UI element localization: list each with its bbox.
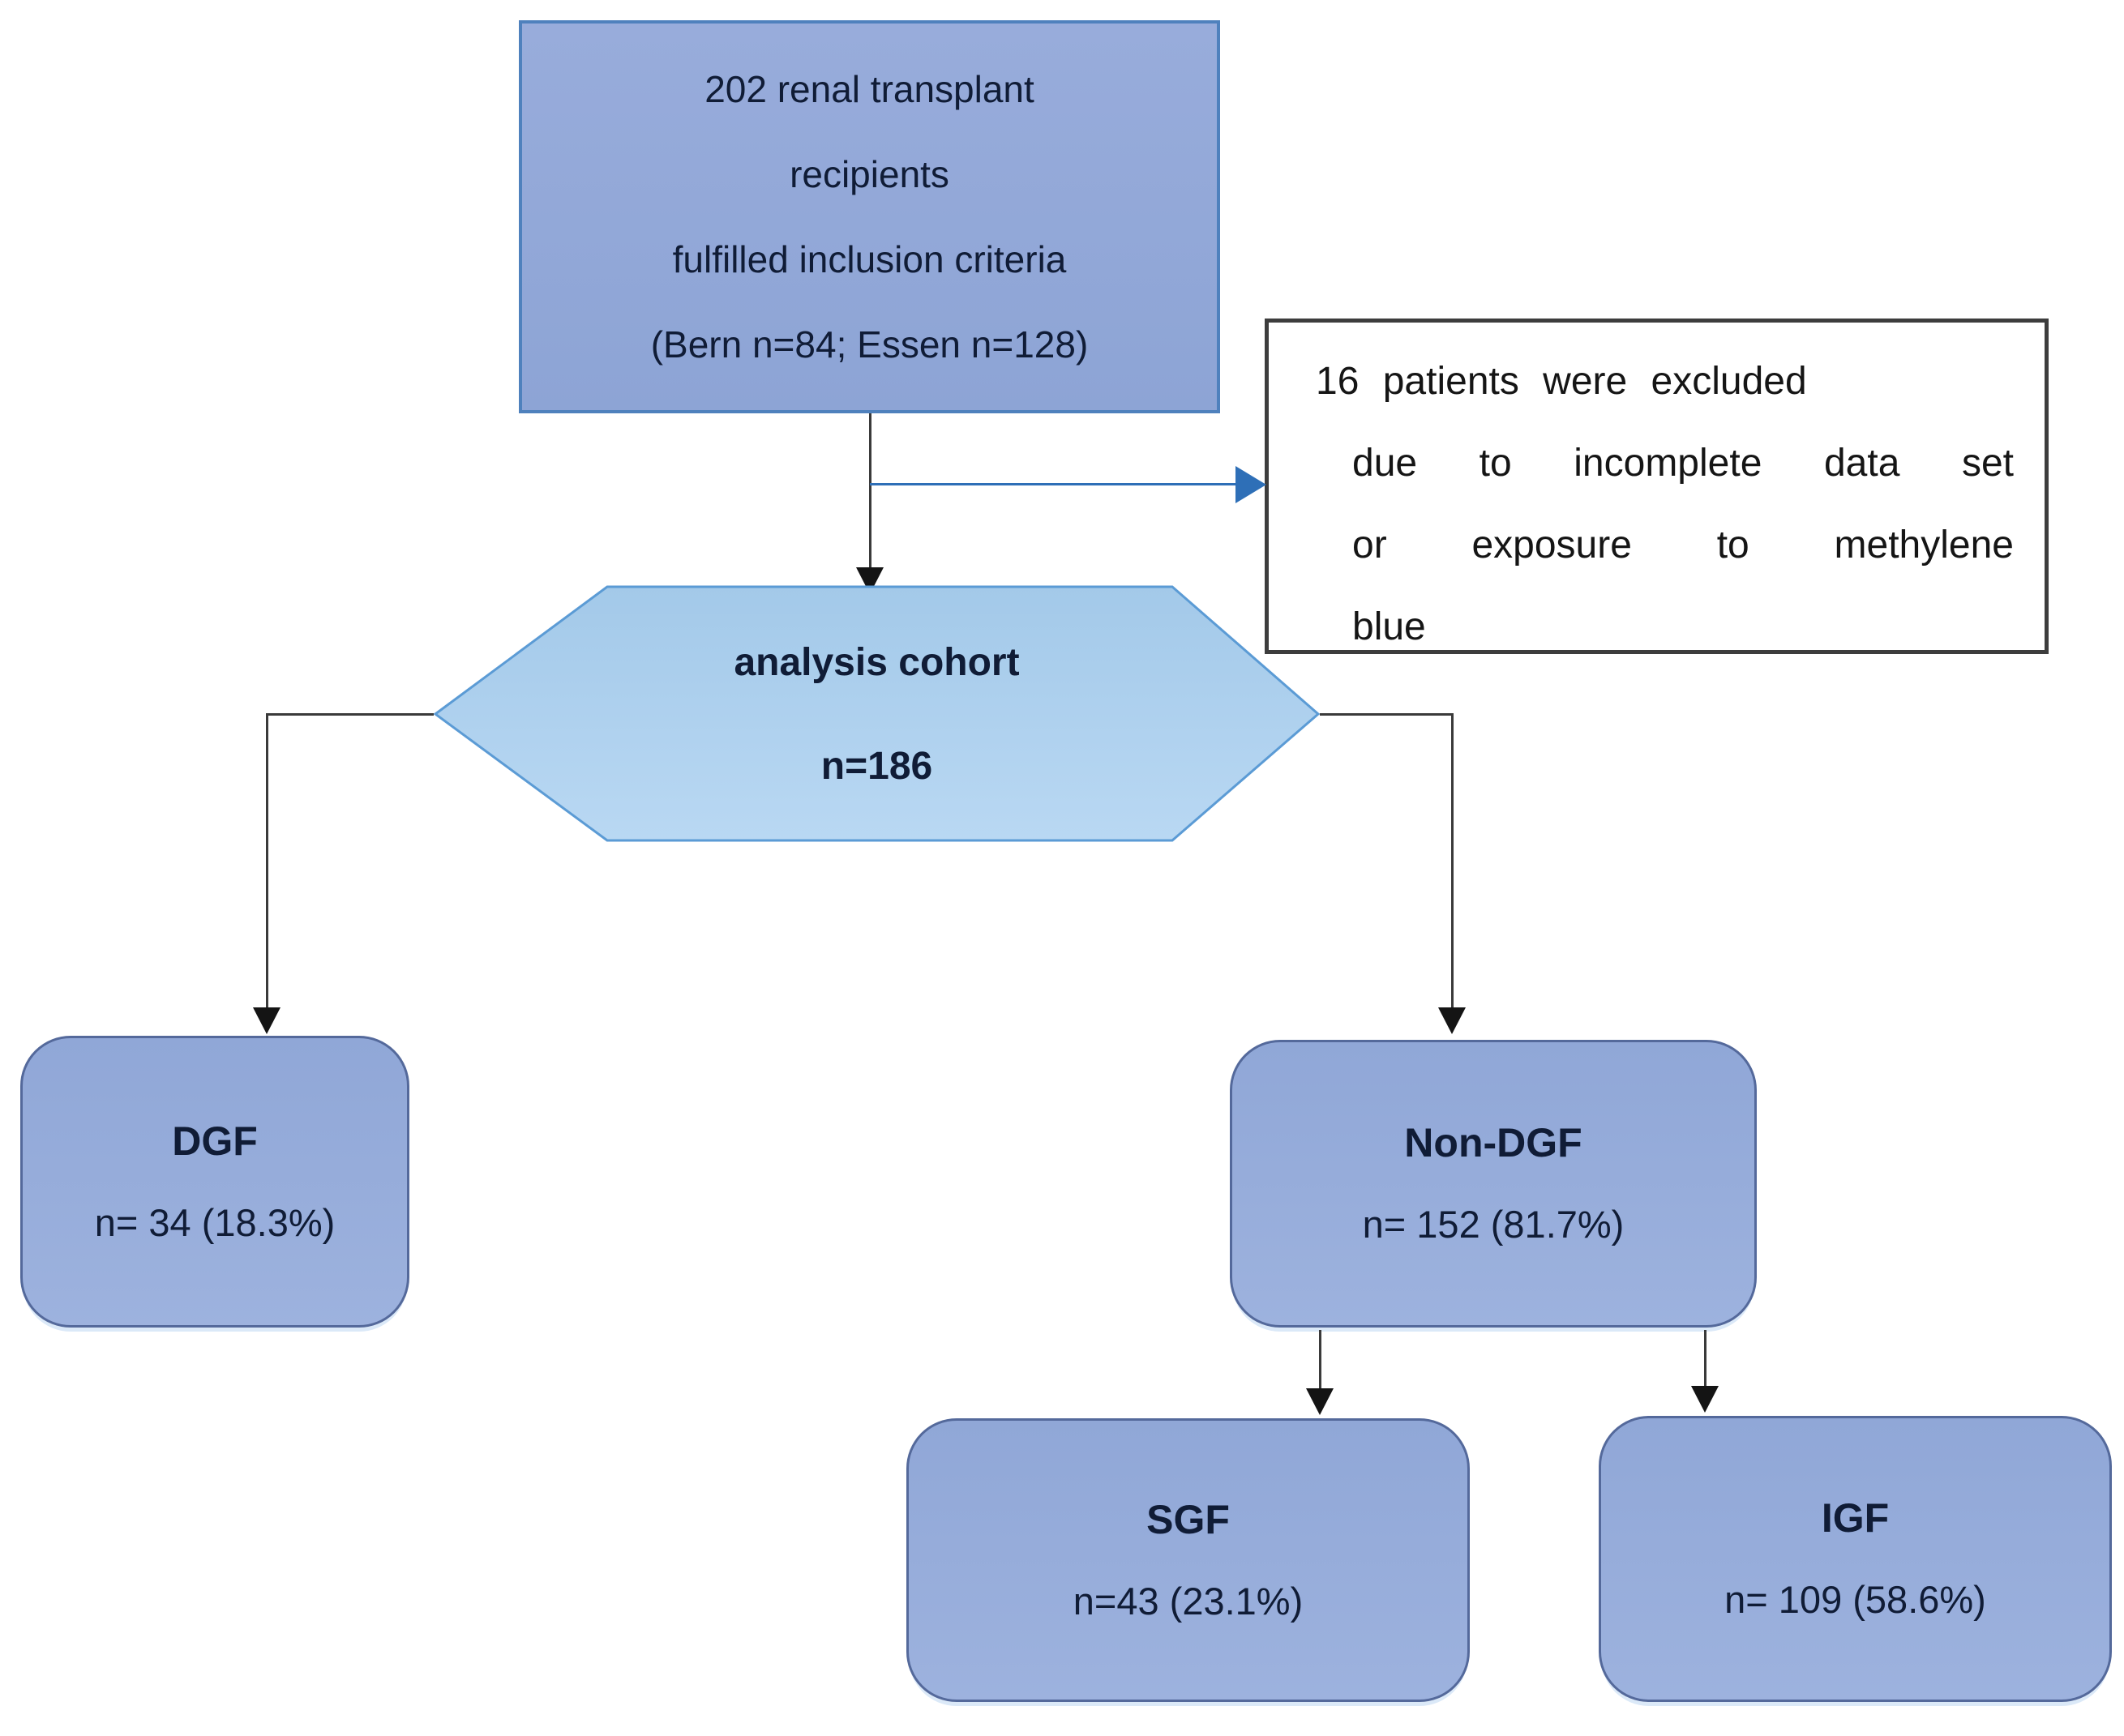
line-cohort-to-nondgf-vertical xyxy=(1451,713,1454,1009)
source-line-2: recipients xyxy=(790,152,949,195)
cohort-title: analysis cohort xyxy=(734,640,1020,684)
line-cohort-to-dgf-vertical xyxy=(266,713,268,1009)
cohort-node: analysis cohort n=186 xyxy=(434,586,1320,843)
dgf-count: n= 34 (18.3%) xyxy=(94,1200,336,1244)
sgf-count: n=43 (23.1%) xyxy=(1073,1579,1304,1623)
dgf-node: DGF n= 34 (18.3%) xyxy=(20,1036,409,1328)
line-cohort-to-nondgf-horizontal xyxy=(1320,713,1454,716)
excluded-line-2: due to incomplete data set xyxy=(1352,442,2014,485)
source-line-4: (Bern n=84; Essen n=128) xyxy=(650,323,1089,366)
source-box: 202 renal transplant recipients fulfille… xyxy=(519,20,1220,413)
arrowhead-right-icon xyxy=(1235,466,1266,503)
dgf-title: DGF xyxy=(172,1118,258,1164)
igf-node: IGF n= 109 (58.6%) xyxy=(1599,1416,2112,1702)
arrowhead-down-icon xyxy=(1306,1388,1334,1415)
arrowhead-down-icon xyxy=(253,1007,280,1034)
cohort-hexagon-shape xyxy=(434,585,1320,842)
line-to-excluded xyxy=(870,483,1235,485)
sgf-title: SGF xyxy=(1146,1496,1230,1542)
non-dgf-title: Non-DGF xyxy=(1404,1120,1582,1165)
non-dgf-node: Non-DGF n= 152 (81.7%) xyxy=(1230,1040,1757,1328)
line-source-to-cohort xyxy=(869,413,871,569)
line-nondgf-to-igf xyxy=(1704,1330,1706,1388)
igf-count: n= 109 (58.6%) xyxy=(1724,1578,1986,1621)
cohort-count: n=186 xyxy=(820,744,933,788)
excluded-box: 16 patients were excluded due to incompl… xyxy=(1265,319,2049,654)
line-nondgf-to-sgf xyxy=(1319,1330,1321,1390)
source-line-3: fulfilled inclusion criteria xyxy=(672,237,1067,280)
excluded-line-3: or exposure to methylene xyxy=(1352,524,2014,567)
non-dgf-count: n= 152 (81.7%) xyxy=(1362,1203,1625,1246)
arrowhead-down-icon xyxy=(1438,1007,1466,1034)
arrowhead-down-icon xyxy=(1691,1386,1719,1413)
excluded-line-1: 16 patients were excluded xyxy=(1316,360,1807,403)
source-line-1: 202 renal transplant xyxy=(704,67,1034,110)
excluded-line-4: blue xyxy=(1352,605,1426,648)
line-cohort-to-dgf-horizontal xyxy=(266,713,434,716)
sgf-node: SGF n=43 (23.1%) xyxy=(906,1418,1470,1702)
igf-title: IGF xyxy=(1821,1495,1890,1541)
